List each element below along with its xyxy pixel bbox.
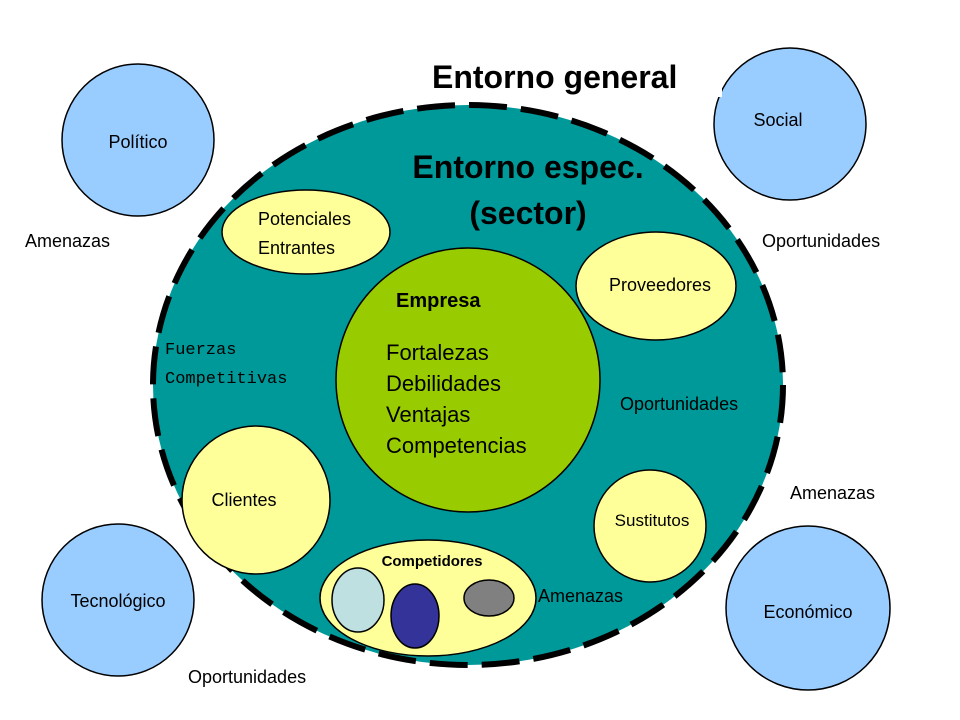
company-circle <box>335 247 601 513</box>
specific-title-line1: Entorno espec. <box>412 149 643 185</box>
opportunities-label-right: Oportunidades <box>762 231 880 251</box>
technological-label: Tecnológico <box>70 591 165 611</box>
forces-label-line1: Fuerzas <box>165 341 236 360</box>
threats-label-bottom: Amenazas <box>538 586 623 606</box>
forces-label-line2: Competitivas <box>165 370 287 389</box>
opportunities-label-bottom: Oportunidades <box>188 667 306 687</box>
social-circle <box>713 47 867 201</box>
social-label: Social <box>753 110 802 130</box>
political-label: Político <box>108 132 167 152</box>
customers-label: Clientes <box>211 490 276 510</box>
potential-entrants-line1: Potenciales <box>258 209 351 229</box>
technological-circle <box>41 523 195 677</box>
political-circle <box>61 63 215 217</box>
company-item: Competencias <box>386 433 527 458</box>
economic-circle <box>725 525 891 691</box>
general-title-background <box>432 55 722 97</box>
company-item: Ventajas <box>386 402 470 427</box>
general-title: Entorno general <box>432 59 677 95</box>
company-item: Debilidades <box>386 371 501 396</box>
company-item: Fortalezas <box>386 340 489 365</box>
competitors-label: Competidores <box>382 553 483 570</box>
substitutes-circle <box>593 469 707 583</box>
competitor-light-shape <box>331 567 385 633</box>
potential-entrants-line2: Entrantes <box>258 238 335 258</box>
potential-entrants-ellipse <box>221 189 391 275</box>
substitutes-label: Sustitutos <box>615 511 690 530</box>
customers-circle <box>181 425 331 575</box>
competitor-dark-shape <box>390 583 440 649</box>
suppliers-label: Proveedores <box>609 275 711 295</box>
threats-label-right: Amenazas <box>790 483 875 503</box>
suppliers-ellipse <box>575 231 737 341</box>
competitor-gray-shape <box>463 579 515 617</box>
company-title: Empresa <box>396 290 481 312</box>
threats-label-left: Amenazas <box>25 231 110 251</box>
opportunities-label-inner: Oportunidades <box>620 394 738 414</box>
economic-label: Económico <box>763 602 852 622</box>
specific-title-line2: (sector) <box>469 195 586 231</box>
